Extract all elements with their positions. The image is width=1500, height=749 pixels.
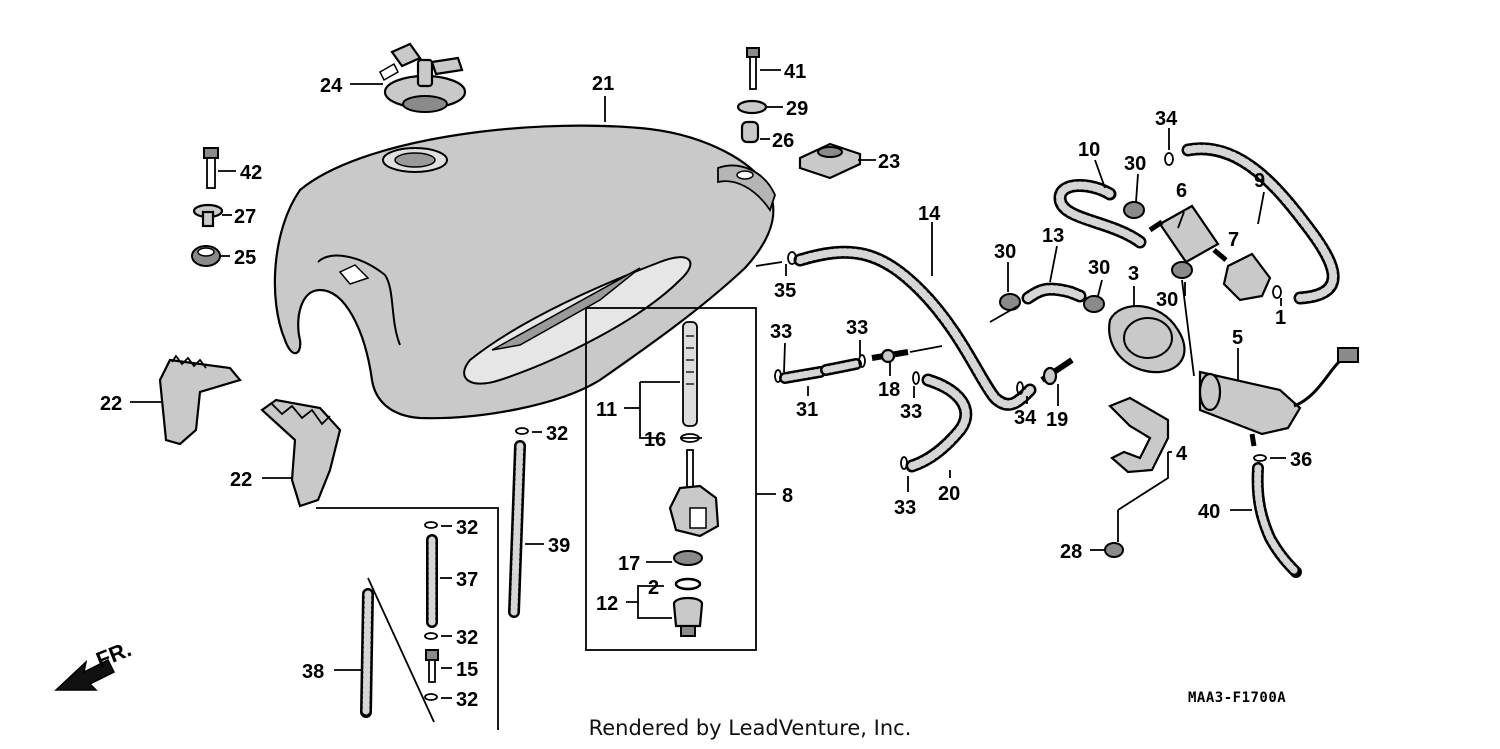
front-direction-arrow-icon: FR. xyxy=(54,636,135,691)
callout-1: 1 xyxy=(1275,307,1286,329)
callout-25: 25 xyxy=(234,247,256,269)
callout-34-bottom: 34 xyxy=(1014,407,1037,429)
hose-14 xyxy=(793,245,1037,411)
filter-holder-7 xyxy=(1222,252,1272,302)
callout-36: 36 xyxy=(1290,449,1312,471)
callout-16: 16 xyxy=(644,429,666,451)
callout-18: 18 xyxy=(878,379,900,401)
callout-15: 15 xyxy=(456,659,478,681)
callout-37: 37 xyxy=(456,569,478,591)
fuel-filter-6 xyxy=(1148,204,1228,264)
callout-35: 35 xyxy=(774,280,796,302)
callout-11: 11 xyxy=(596,399,617,421)
callout-31: 31 xyxy=(796,399,818,421)
bolt-41 xyxy=(746,47,760,90)
callout-33-c: 33 xyxy=(900,401,922,423)
callout-40: 40 xyxy=(1198,501,1220,523)
callout-17: 17 xyxy=(618,553,640,575)
callout-32-d: 32 xyxy=(456,689,478,711)
fuel-pump-cover-3 xyxy=(1108,305,1186,374)
callout-34-top: 34 xyxy=(1155,108,1178,130)
callout-33-a: 33 xyxy=(770,321,792,343)
grommet-25 xyxy=(191,245,221,267)
hose-20 xyxy=(905,373,973,473)
callout-4: 4 xyxy=(1176,443,1188,465)
callout-24: 24 xyxy=(320,75,343,97)
heat-guard-22-lower xyxy=(260,398,342,508)
fuel-pump-5 xyxy=(1198,347,1359,447)
fuel-cap xyxy=(379,42,467,113)
collar-26 xyxy=(740,120,760,144)
callout-5: 5 xyxy=(1232,327,1243,349)
nut-28 xyxy=(1104,542,1124,558)
collar-27 xyxy=(192,203,224,228)
callout-2: 2 xyxy=(648,577,659,599)
callout-26: 26 xyxy=(772,130,794,152)
callout-3: 3 xyxy=(1128,263,1139,285)
leader-lines xyxy=(130,69,1286,730)
callout-12: 12 xyxy=(596,593,618,615)
callout-30-d: 30 xyxy=(1156,289,1178,311)
render-credit: Rendered by LeadVenture, Inc. xyxy=(588,716,912,740)
bolt-42 xyxy=(203,147,219,189)
callout-23: 23 xyxy=(878,151,900,173)
callout-32-c: 32 xyxy=(456,627,478,649)
hose-40 xyxy=(1251,462,1302,578)
hose-31 xyxy=(779,358,862,384)
hose-38 xyxy=(360,588,374,718)
callout-21: 21 xyxy=(592,73,614,95)
callout-38: 38 xyxy=(302,661,324,683)
callout-32-b: 32 xyxy=(456,517,478,539)
bolt-15 xyxy=(425,649,439,683)
callout-32-a: 32 xyxy=(546,423,568,445)
callout-6: 6 xyxy=(1176,180,1187,202)
fuel-valve-assembly xyxy=(585,307,757,651)
callout-14: 14 xyxy=(918,203,941,225)
callout-9: 9 xyxy=(1254,170,1265,192)
pump-bracket-4 xyxy=(1108,396,1170,474)
callout-30-a: 30 xyxy=(1124,153,1146,175)
callout-10: 10 xyxy=(1078,139,1100,161)
callout-19: 19 xyxy=(1046,409,1068,431)
callout-39: 39 xyxy=(548,535,570,557)
clamp-30-c xyxy=(1083,295,1105,313)
hose-clips xyxy=(424,152,1282,701)
callout-33-b: 33 xyxy=(846,317,868,339)
front-direction-label: FR. xyxy=(93,636,135,672)
callout-30-b: 30 xyxy=(994,241,1016,263)
fuel-tank xyxy=(273,124,776,420)
callout-labels: 21 24 41 29 26 23 42 27 25 22 22 14 35 1… xyxy=(100,61,1312,711)
callout-7: 7 xyxy=(1228,229,1239,251)
heat-guard-22-upper xyxy=(158,354,242,446)
washer-29 xyxy=(736,99,768,115)
callout-20: 20 xyxy=(938,483,960,505)
callout-33-d: 33 xyxy=(894,497,916,519)
callout-41: 41 xyxy=(784,61,806,83)
callout-22-lower: 22 xyxy=(230,469,252,491)
diagram-code: MAA3-F1700A xyxy=(1188,690,1287,706)
callout-42: 42 xyxy=(240,162,262,184)
rubber-mount-23 xyxy=(798,142,862,180)
callout-30-c: 30 xyxy=(1088,257,1110,279)
callout-13: 13 xyxy=(1042,225,1064,247)
callout-28: 28 xyxy=(1060,541,1082,563)
hose-9 xyxy=(1181,142,1340,305)
hose-39 xyxy=(508,440,526,618)
fitting-19 xyxy=(1040,357,1074,386)
callout-8: 8 xyxy=(782,485,793,507)
clamp-30-a xyxy=(1123,201,1145,219)
joint-18 xyxy=(871,348,909,364)
hose-13 xyxy=(1021,282,1087,305)
hose-10 xyxy=(1053,178,1147,249)
callout-22-upper: 22 xyxy=(100,393,122,415)
callout-27: 27 xyxy=(234,206,256,228)
callout-29: 29 xyxy=(786,98,808,120)
clamp-30-d xyxy=(1171,261,1193,279)
